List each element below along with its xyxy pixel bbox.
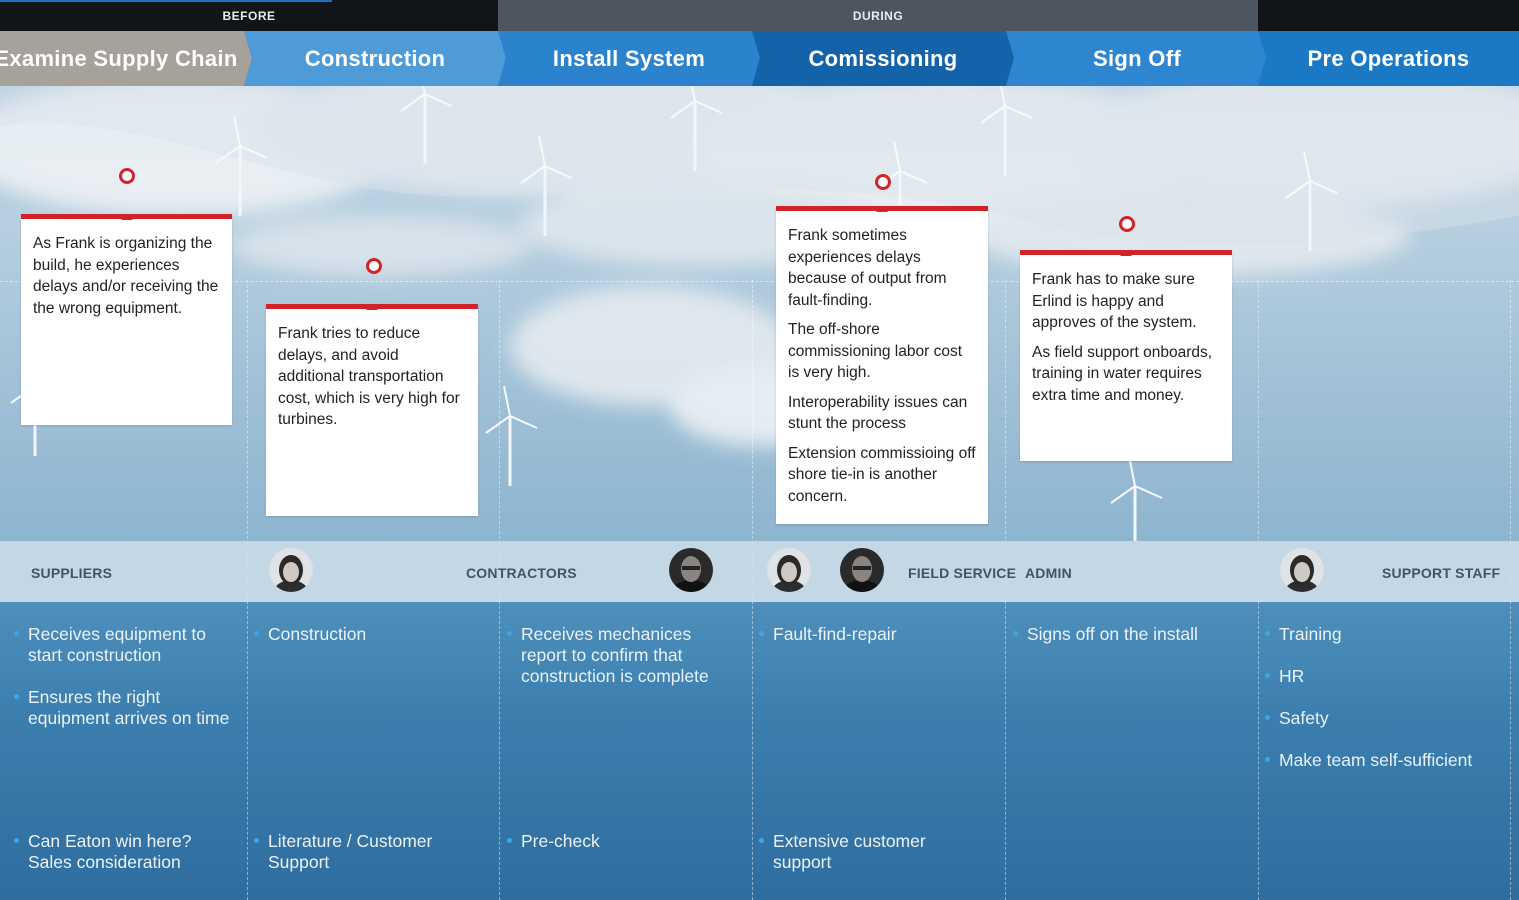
opportunity-construction: Literature / Customer Support	[254, 831, 478, 873]
turbine-icon	[484, 384, 539, 488]
avatar-man	[840, 548, 884, 592]
pain-point-marker	[119, 168, 135, 184]
timeline-divider	[0, 281, 1519, 282]
card-text: Extension commissioing off shore tie-in …	[788, 444, 976, 505]
role-admin: ADMIN	[1025, 565, 1072, 581]
stage-comissioning: Comissioning	[752, 31, 1014, 86]
tasks-commissioning: Fault-find-repair	[759, 624, 989, 666]
card-text: Frank sometimes experiences delays becau…	[788, 227, 947, 309]
pain-point-card-signoff: Frank has to make sure Erlind is happy a…	[1020, 250, 1232, 461]
task-item: Safety	[1265, 708, 1510, 729]
stage-construction: Construction	[244, 31, 506, 86]
avatar-woman	[1280, 548, 1324, 592]
task-item: HR	[1265, 666, 1510, 687]
role-field-service: FIELD SERVICE	[908, 565, 1017, 581]
stage-pre-operations: Pre Operations	[1258, 31, 1519, 86]
avatar-woman	[269, 548, 313, 592]
phase-during-label: DURING	[852, 8, 904, 23]
phase-before: BEFORE	[0, 0, 498, 31]
task-item: Training	[1265, 624, 1510, 645]
turbine-icon	[1109, 454, 1164, 541]
phase-during: DURING	[498, 0, 1258, 31]
stage-label: Construction	[304, 45, 446, 71]
card-text: Frank has to make sure Erlind is happy a…	[1032, 271, 1197, 331]
avatar-woman	[767, 548, 811, 592]
pain-point-marker	[366, 258, 382, 274]
tasks-signoff: Signs off on the install	[1013, 624, 1248, 666]
opportunity-examine: Can Eaton win here? Sales consideration	[14, 831, 228, 873]
pain-point-marker	[1119, 216, 1135, 232]
ocean-background	[0, 600, 1519, 900]
task-item: Fault-find-repair	[759, 624, 989, 645]
tasks-install: Receives mechanices report to confirm th…	[507, 624, 737, 708]
task-item: Ensures the right equipment arrives on t…	[14, 687, 234, 729]
task-item: Receives mechanices report to confirm th…	[507, 624, 737, 687]
card-text: Interoperability issues can stunt the pr…	[788, 393, 968, 433]
task-item: Construction	[254, 624, 484, 645]
opportunity-install: Pre-check	[507, 831, 731, 852]
pain-point-card-construction: Frank tries to reduce delays, and avoid …	[266, 304, 478, 516]
task-item: Signs off on the install	[1013, 624, 1248, 645]
card-text: As Frank is organizing the build, he exp…	[33, 235, 219, 317]
task-item: Receives equipment to start construction	[14, 624, 234, 666]
phase-after	[1258, 0, 1519, 31]
pain-point-marker	[875, 174, 891, 190]
task-item: Make team self-sufficient	[1265, 750, 1510, 771]
card-text: The off-shore commissioning labor cost i…	[788, 321, 963, 381]
role-support-staff: SUPPORT STAFF	[1382, 565, 1501, 581]
phase-before-label: BEFORE	[222, 8, 276, 23]
stage-label: Install System	[552, 45, 706, 71]
tasks-construction: Construction	[254, 624, 484, 666]
stage-examine-supply-chain: Examine Supply Chain	[0, 31, 252, 86]
pain-point-card-examine: As Frank is organizing the build, he exp…	[21, 214, 232, 425]
role-contractors: CONTRACTORS	[466, 565, 577, 581]
pain-point-card-commissioning: Frank sometimes experiences delays becau…	[776, 206, 988, 524]
stage-label: Comissioning	[808, 45, 958, 71]
sky-background	[0, 86, 1519, 541]
opportunity-commissioning: Extensive customer support	[759, 831, 983, 873]
avatar-man	[669, 548, 713, 592]
stage-label: Examine Supply Chain	[0, 45, 238, 71]
stage-label: Pre Operations	[1307, 45, 1470, 71]
tasks-preops: Training HR Safety Make team self-suffic…	[1265, 624, 1510, 792]
tasks-examine: Receives equipment to start construction…	[14, 624, 234, 750]
stage-sign-off: Sign Off	[1006, 31, 1268, 86]
roles-band	[0, 541, 1519, 602]
sky-illustration	[0, 86, 1519, 541]
stage-label: Sign Off	[1093, 45, 1181, 71]
card-text: Frank tries to reduce delays, and avoid …	[278, 325, 460, 428]
stage-install-system: Install System	[498, 31, 760, 86]
role-suppliers: SUPPLIERS	[31, 565, 113, 581]
card-text: As field support onboards, training in w…	[1032, 343, 1213, 404]
